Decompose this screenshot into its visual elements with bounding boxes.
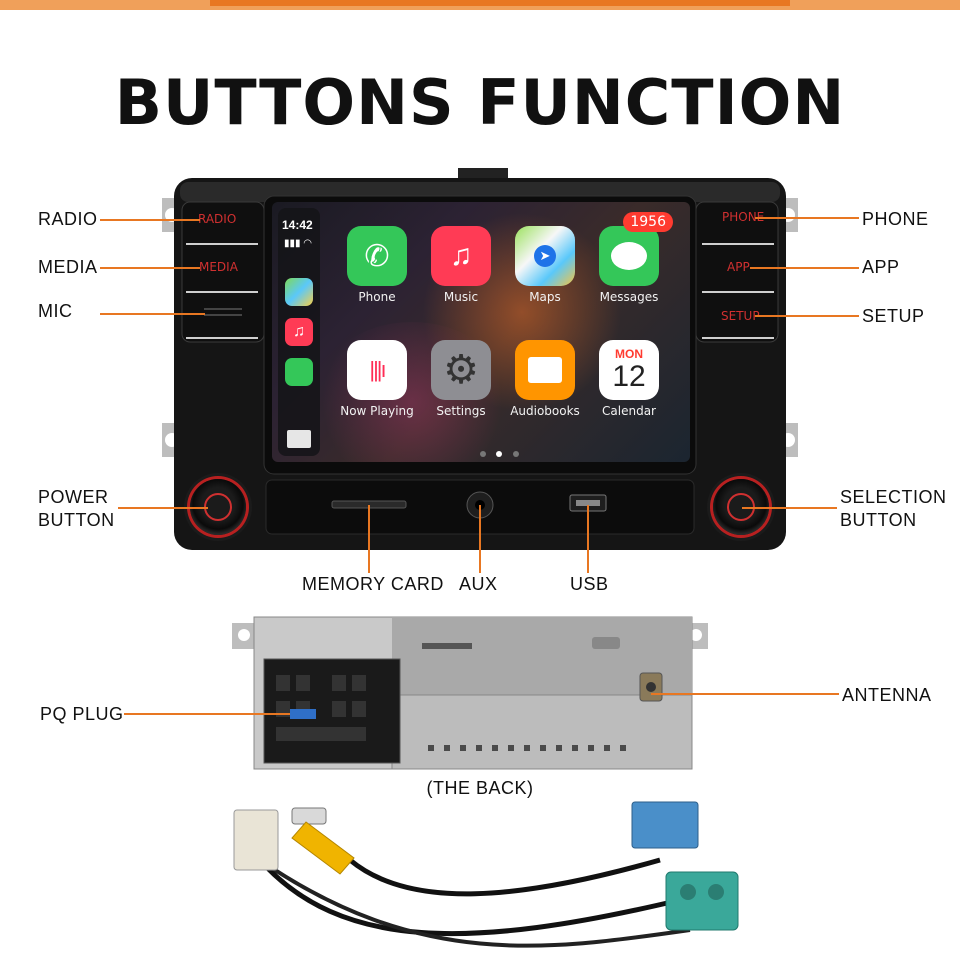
settings-gear-icon: ⚙ <box>431 340 491 400</box>
antenna-callout: ANTENNA <box>842 685 932 705</box>
now-playing-icon: |||ı <box>347 340 407 400</box>
calendar-icon: MON 12 <box>599 340 659 400</box>
carplay-screen: 14:42 ▮▮▮ ◠ ♫ ✆ Phone ♫ Music ➤ Maps 195… <box>272 202 690 462</box>
setup-side-button[interactable]: SETUP <box>721 309 760 323</box>
page-indicator[interactable] <box>480 444 519 462</box>
mic-leader-line <box>100 313 205 315</box>
setup-callout: SETUP <box>862 306 925 326</box>
app-maps[interactable]: ➤ Maps <box>514 226 576 304</box>
media-leader-line <box>100 267 200 269</box>
pq-plug-callout: PQ PLUG <box>40 704 124 724</box>
audiobooks-icon <box>515 340 575 400</box>
page-title: BUTTONS FUNCTION <box>114 66 846 139</box>
status-time: 14:42 <box>282 218 313 232</box>
carplay-dock: 14:42 ▮▮▮ ◠ ♫ <box>278 208 320 456</box>
selection-leader-line <box>742 507 837 509</box>
app-calendar[interactable]: MON 12 Calendar <box>598 340 660 418</box>
top-accent-bar-center <box>210 0 790 6</box>
selection-button-callout: SELECTION BUTTON <box>840 487 947 530</box>
usb-callout: USB <box>570 574 609 594</box>
dock-music-icon[interactable]: ♫ <box>285 318 313 346</box>
memory-card-leader-line <box>368 505 370 573</box>
back-caption: (THE BACK) <box>426 778 534 798</box>
usb-leader-line <box>587 505 589 573</box>
app-audiobooks[interactable]: Audiobooks <box>510 340 580 418</box>
media-side-button[interactable]: MEDIA <box>199 260 238 274</box>
signal-icon: ▮▮▮ ◠ <box>284 238 313 249</box>
app-phone[interactable]: ✆ Phone <box>346 226 408 304</box>
messages-badge: 1956 <box>623 212 673 232</box>
dock-maps-icon[interactable] <box>285 278 313 306</box>
aux-callout: AUX <box>459 574 498 594</box>
top-accent-bar <box>0 0 960 10</box>
app-callout: APP <box>862 257 900 277</box>
app-side-button[interactable]: APP <box>727 260 750 274</box>
maps-icon: ➤ <box>515 226 575 286</box>
setup-leader-line <box>755 315 859 317</box>
radio-side-button[interactable]: RADIO <box>198 212 237 226</box>
dashboard-toggle-icon[interactable] <box>287 430 311 448</box>
app-music[interactable]: ♫ Music <box>430 226 492 304</box>
memory-card-callout: MEMORY CARD <box>302 574 444 594</box>
dock-messages-icon[interactable] <box>285 358 313 386</box>
app-now-playing[interactable]: |||ı Now Playing <box>340 340 414 418</box>
radio-leader-line <box>100 219 200 221</box>
radio-callout: RADIO <box>38 209 98 229</box>
messages-icon: 1956 <box>599 212 673 286</box>
power-button-callout: POWER BUTTON <box>38 487 115 530</box>
app-messages[interactable]: 1956 Messages <box>598 212 673 304</box>
cable-harness <box>233 801 739 948</box>
head-unit-back <box>232 616 708 770</box>
phone-side-button[interactable]: PHONE <box>722 210 765 224</box>
mic-callout: MIC <box>38 301 73 321</box>
power-icon <box>204 493 232 521</box>
antenna-leader-line <box>651 693 839 695</box>
phone-leader-line <box>755 217 859 219</box>
phone-callout: PHONE <box>862 209 929 229</box>
app-settings[interactable]: ⚙ Settings <box>430 340 492 418</box>
power-leader-line <box>118 507 208 509</box>
phone-icon: ✆ <box>347 226 407 286</box>
media-callout: MEDIA <box>38 257 98 277</box>
app-leader-line <box>750 267 859 269</box>
aux-leader-line <box>479 505 481 573</box>
music-note-icon: ♫ <box>431 226 491 286</box>
pq-plug-leader-line <box>124 713 290 715</box>
